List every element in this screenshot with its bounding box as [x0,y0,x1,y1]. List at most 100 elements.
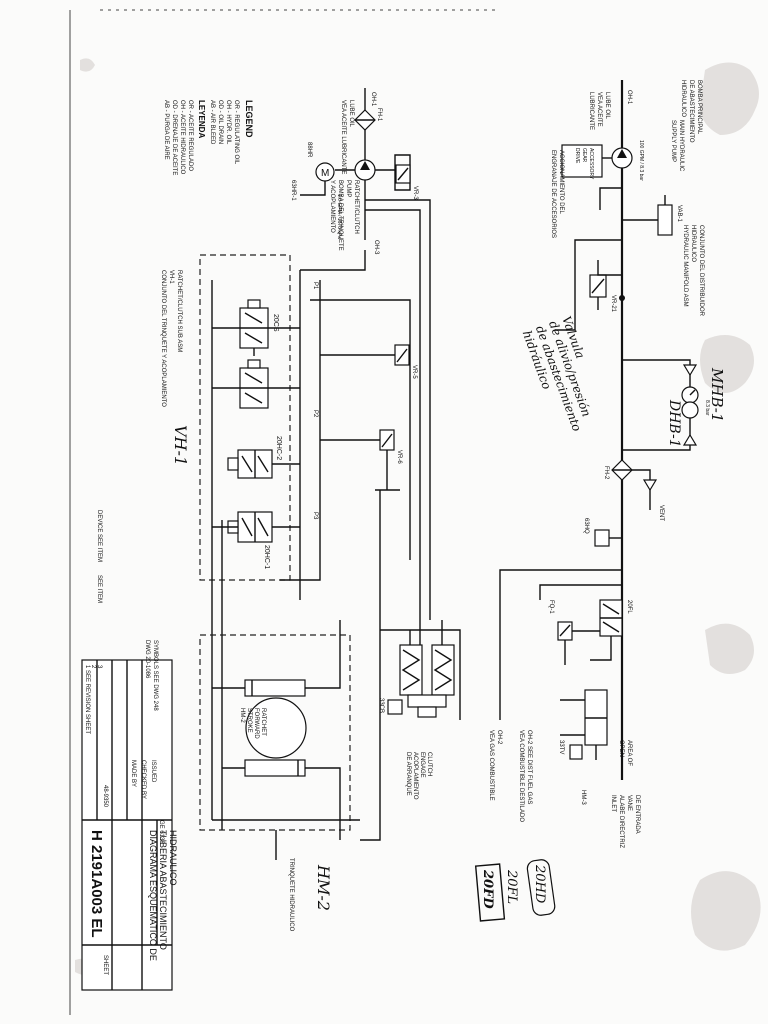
relief-tag-vr21: VR-21 [610,295,616,313]
svg-text:CLUTCH: CLUTCH [426,752,432,776]
manifold-vab1 [657,204,673,236]
svg-text:VEA ACEITE LUBRICANTE: VEA ACEITE LUBRICANTE [340,100,346,174]
svg-text:ACCESSORY: ACCESSORY [588,148,594,180]
svg-text:DE ABASTECIMIENTO: DE ABASTECIMIENTO [688,80,694,143]
relief-valve-vr6: VR-6 [379,429,402,464]
outlet-label: TRINQUETE HIDRAULICO [288,858,294,932]
legend-title-es: LEYENDA [197,100,206,138]
svg-text:VR-6: VR-6 [396,450,402,464]
main-pump-description: MAIN HYDRAULIC SUPPLY PUMP BOMBA PRINCIP… [670,80,702,172]
svg-text:GEAR: GEAR [581,148,587,163]
svg-text:HIDRAULICO: HIDRAULICO [690,225,696,262]
legend-line: OR - REGULATING OIL [233,100,239,165]
switch-tag-63hq: 63HQ [583,518,589,534]
relief-tag-fq1: FQ-1 [548,600,554,614]
legend-line: AB - AIR BLEED [209,100,215,145]
svg-text:OH-2 SEE DIST FUEL GAS: OH-2 SEE DIST FUEL GAS [526,730,532,804]
gauge-pressure: 8.3 bar [704,400,710,416]
filter-tag-fh2: FH-2 [603,466,609,480]
port-label: P1 [312,282,318,290]
cylinder-area-boundary [199,634,351,831]
handwritten-mhb: MHB-1 [708,367,726,422]
svg-text:VH-1: VH-1 [168,270,174,284]
scan-stains [75,58,761,976]
svg-text:DE ENTRADA: DE ENTRADA [634,795,640,834]
right-inlet-label: OH-1 [626,90,632,105]
revision-rows: 1 SEE REVISION SHEET 2 3 [84,665,102,734]
symbols-note: SYMBOLS SEE DWG 248 DWG 20-1086 [144,640,158,711]
vent-label: VENT [658,505,664,521]
legend-line: OH - HYDR. OIL [225,100,231,145]
svg-text:DRIVE: DRIVE [574,148,580,164]
solenoid-valve-20hc2: 20HC-2 [227,436,282,479]
handwritten-20hd: 20HD [526,859,556,916]
right-hydraulic-circuit: OH-1 LUBE OIL VEA ACEITE LUBRICANTE MAIN… [474,80,726,922]
left-hydraulic-circuit: LEGEND OR - REGULATING OIL OH - HYDR. OI… [96,88,461,932]
svg-text:ACCIONAMIENTO DEL: ACCIONAMIENTO DEL [558,150,564,215]
svg-text:LUBRICANTE: LUBRICANTE [588,92,594,130]
device-note: DEVICE SEE ITEM [96,510,102,562]
switch-33cb-icon [387,699,403,715]
pressure-switch-63hq [594,529,610,547]
filter-tag: FH-1 [376,108,382,122]
solenoid-valve-20hc1: 20HC-1 [227,511,273,569]
svg-text:20HC-1: 20HC-1 [263,545,270,569]
svg-text:3: 3 [96,665,102,669]
svg-text:DE ARRANQUE: DE ARRANQUE [405,752,411,796]
svg-text:1 SEE REVISION SHEET: 1 SEE REVISION SHEET [84,665,90,734]
svg-text:RATCHET/CLUTCH SUB ASM: RATCHET/CLUTCH SUB ASM [176,270,182,352]
legend-line-es: OD - DRENAJE DE ACEITE [171,100,177,175]
svg-text:ACOPLAMIENTO: ACOPLAMIENTO [412,752,418,800]
accessory-gear-drive [561,144,603,178]
cylinder-inlet-description: INLET ALABE DIRECTRIZ VANE DE ENTRADA [610,795,640,848]
svg-text:INLET: INLET [610,795,616,812]
svg-text:CONJUNTO DEL TRINQUETE Y ACOPL: CONJUNTO DEL TRINQUETE Y ACOPLAMIENTO [160,270,166,407]
svg-text:SYMBOLS SEE DWG 248: SYMBOLS SEE DWG 248 [152,640,158,711]
svg-text:DIAGRAMA ESQUEMATICO DE: DIAGRAMA ESQUEMATICO DE [148,830,158,961]
svg-text:RATCHET/CLUTCH: RATCHET/CLUTCH [353,180,359,234]
svg-text:MADE BY: MADE BY [130,760,136,787]
manifold-tag: VAB-1 [676,205,682,223]
drawing-number: H 2191A003 EL [88,830,105,938]
svg-text:LUBE OIL: LUBE OIL [604,92,610,120]
clutch-cylinder [399,644,455,718]
svg-text:VEA COMBUSTIBLE DESTILADO: VEA COMBUSTIBLE DESTILADO [518,730,524,822]
handwritten-20fl: 20FL [504,869,519,904]
svg-text:PUMP: PUMP [345,180,351,197]
motor-symbol: M [321,168,329,179]
legend-line-es: AB - PURGA DE AIRE [163,100,169,160]
svg-text:20FD: 20FD [480,869,495,909]
sheet-number: 48-9350 [102,785,108,808]
svg-text:VEA ACEITE: VEA ACEITE [596,92,602,127]
legend-line-es: OH - ACEITE HIDRAULICO [179,100,185,175]
svg-text:LUBE OIL: LUBE OIL [348,100,354,128]
fuel-note-gas: OH-2 VEA GAS COMBUSTIBLE [488,730,502,801]
legend-line: OD - OIL DRAIN [217,100,223,144]
svg-text:ALABE DIRECTRIZ: ALABE DIRECTRIZ [618,795,624,848]
switch-tag-33tv: 33TV [558,740,564,754]
legend: LEGEND OR - REGULATING OIL OH - HYDR. OI… [163,100,254,175]
approvals: MADE BY CHECKED BY ISSUED [130,760,156,799]
drawing-title: DIAGRAMA ESQUEMATICO DE TUBERIA ABASTECI… [148,830,178,961]
svg-text:20HC-2: 20HC-2 [275,436,282,460]
handwritten-dhb: DHB-1 [666,399,682,448]
drawing-code: GE 6136 [158,820,164,844]
svg-text:Y ACOPLAMIENTO: Y ACOPLAMIENTO [329,180,335,233]
svg-text:STROKE: STROKE [246,708,252,733]
solenoid-valve-20cs: 20CS [239,299,279,356]
svg-text:DWG 20-1086: DWG 20-1086 [144,640,150,679]
legend-line-es: OR - ACEITE REGULADO [187,100,193,171]
svg-text:HIDRAULICO: HIDRAULICO [680,80,686,117]
handwritten-hm2: HM-2 [314,864,333,911]
svg-text:20CS: 20CS [272,314,279,332]
right-inlet-description: LUBE OIL VEA ACEITE LUBRICANTE [588,92,610,130]
svg-text:CHECKED BY: CHECKED BY [140,760,146,799]
svg-text:SUPPLY PUMP: SUPPLY PUMP [670,120,676,162]
handwritten-vh1: VH-1 [171,425,190,466]
svg-text:VR-5: VR-5 [411,365,417,379]
subassembly-description: RATCHET/CLUTCH SUB ASM VH-1 CONJUNTO DEL… [160,270,182,407]
svg-text:HM-2: HM-2 [239,708,245,723]
ratchet-cylinder-hm2: RATCHET FORWARD STROKE HM-2 [239,679,307,777]
relief-valve-vr5: VR-5 [394,344,417,379]
